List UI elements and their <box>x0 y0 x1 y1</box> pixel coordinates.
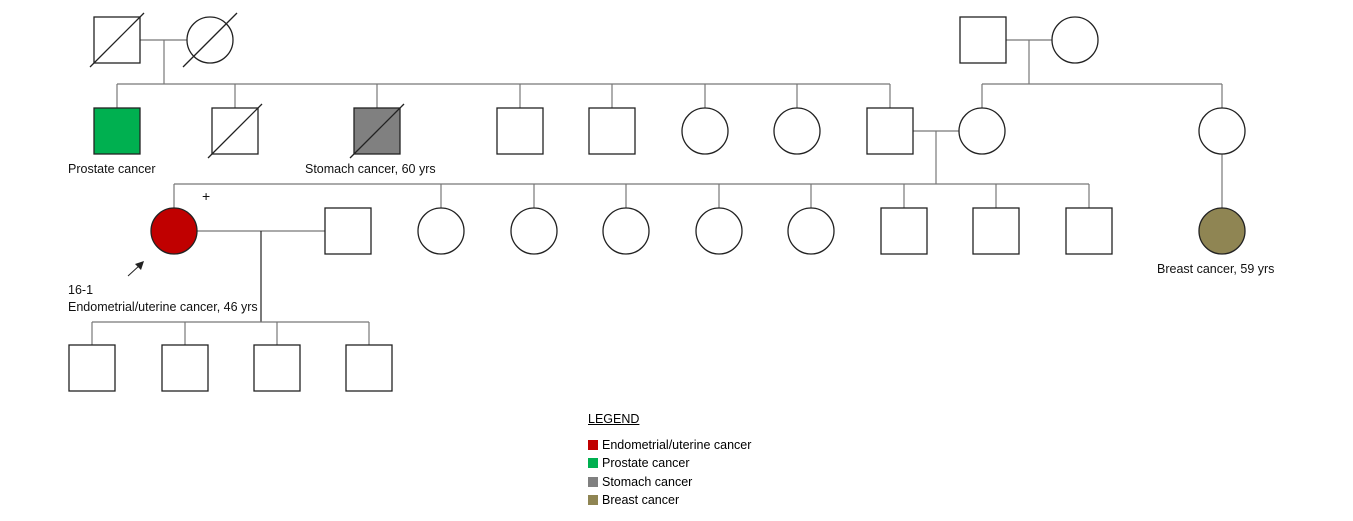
deceased-slash <box>182 12 238 68</box>
legend-swatch <box>588 495 598 505</box>
female-breast-cancer <box>1198 207 1246 255</box>
male-individual <box>496 107 544 155</box>
male-individual <box>972 207 1020 255</box>
proband-diagnosis-label: Endometrial/uterine cancer, 46 yrs <box>68 300 258 314</box>
stomach-label: Stomach cancer, 60 yrs <box>305 162 436 176</box>
male-individual <box>161 344 209 392</box>
legend-item-prostate: Prostate cancer <box>588 456 690 470</box>
female-individual <box>681 107 729 155</box>
legend-label: Stomach cancer <box>602 475 693 489</box>
female-individual <box>1051 16 1099 64</box>
female-individual <box>602 207 650 255</box>
female-individual <box>787 207 835 255</box>
carrier-plus-label: + <box>202 188 211 204</box>
male-prostate-cancer <box>93 107 141 155</box>
legend-item-breast: Breast cancer <box>588 493 679 507</box>
breast-label: Breast cancer, 59 yrs <box>1157 262 1275 276</box>
male-individual <box>253 344 301 392</box>
legend-item-stomach: Stomach cancer <box>588 475 692 489</box>
legend-label: Breast cancer <box>602 493 680 507</box>
deceased-slash <box>349 103 405 159</box>
legend-label: Prostate cancer <box>602 456 690 470</box>
male-individual <box>588 107 636 155</box>
male-spouse <box>324 207 372 255</box>
legend-label: Endometrial/uterine cancer <box>602 438 752 452</box>
legend-swatch <box>588 440 598 450</box>
male-individual <box>68 344 116 392</box>
proband-female-endometrial-cancer <box>150 207 198 255</box>
female-individual <box>1198 107 1246 155</box>
female-individual <box>510 207 558 255</box>
male-individual <box>866 107 914 155</box>
male-individual <box>959 16 1007 64</box>
female-individual <box>958 107 1006 155</box>
female-individual <box>695 207 743 255</box>
deceased-slash <box>207 103 263 159</box>
female-individual <box>417 207 465 255</box>
proband-id-label: 16-1 <box>68 283 94 297</box>
male-individual <box>880 207 928 255</box>
male-individual <box>1065 207 1113 255</box>
prostate-label: Prostate cancer <box>68 162 156 176</box>
deceased-slash <box>89 12 145 68</box>
male-individual <box>345 344 393 392</box>
legend-swatch <box>588 477 598 487</box>
legend-title: LEGEND <box>588 412 640 426</box>
legend-swatch <box>588 458 598 468</box>
legend-item-endometrial: Endometrial/uterine cancer <box>588 438 751 452</box>
proband-arrowhead-icon <box>135 261 144 270</box>
female-individual <box>773 107 821 155</box>
